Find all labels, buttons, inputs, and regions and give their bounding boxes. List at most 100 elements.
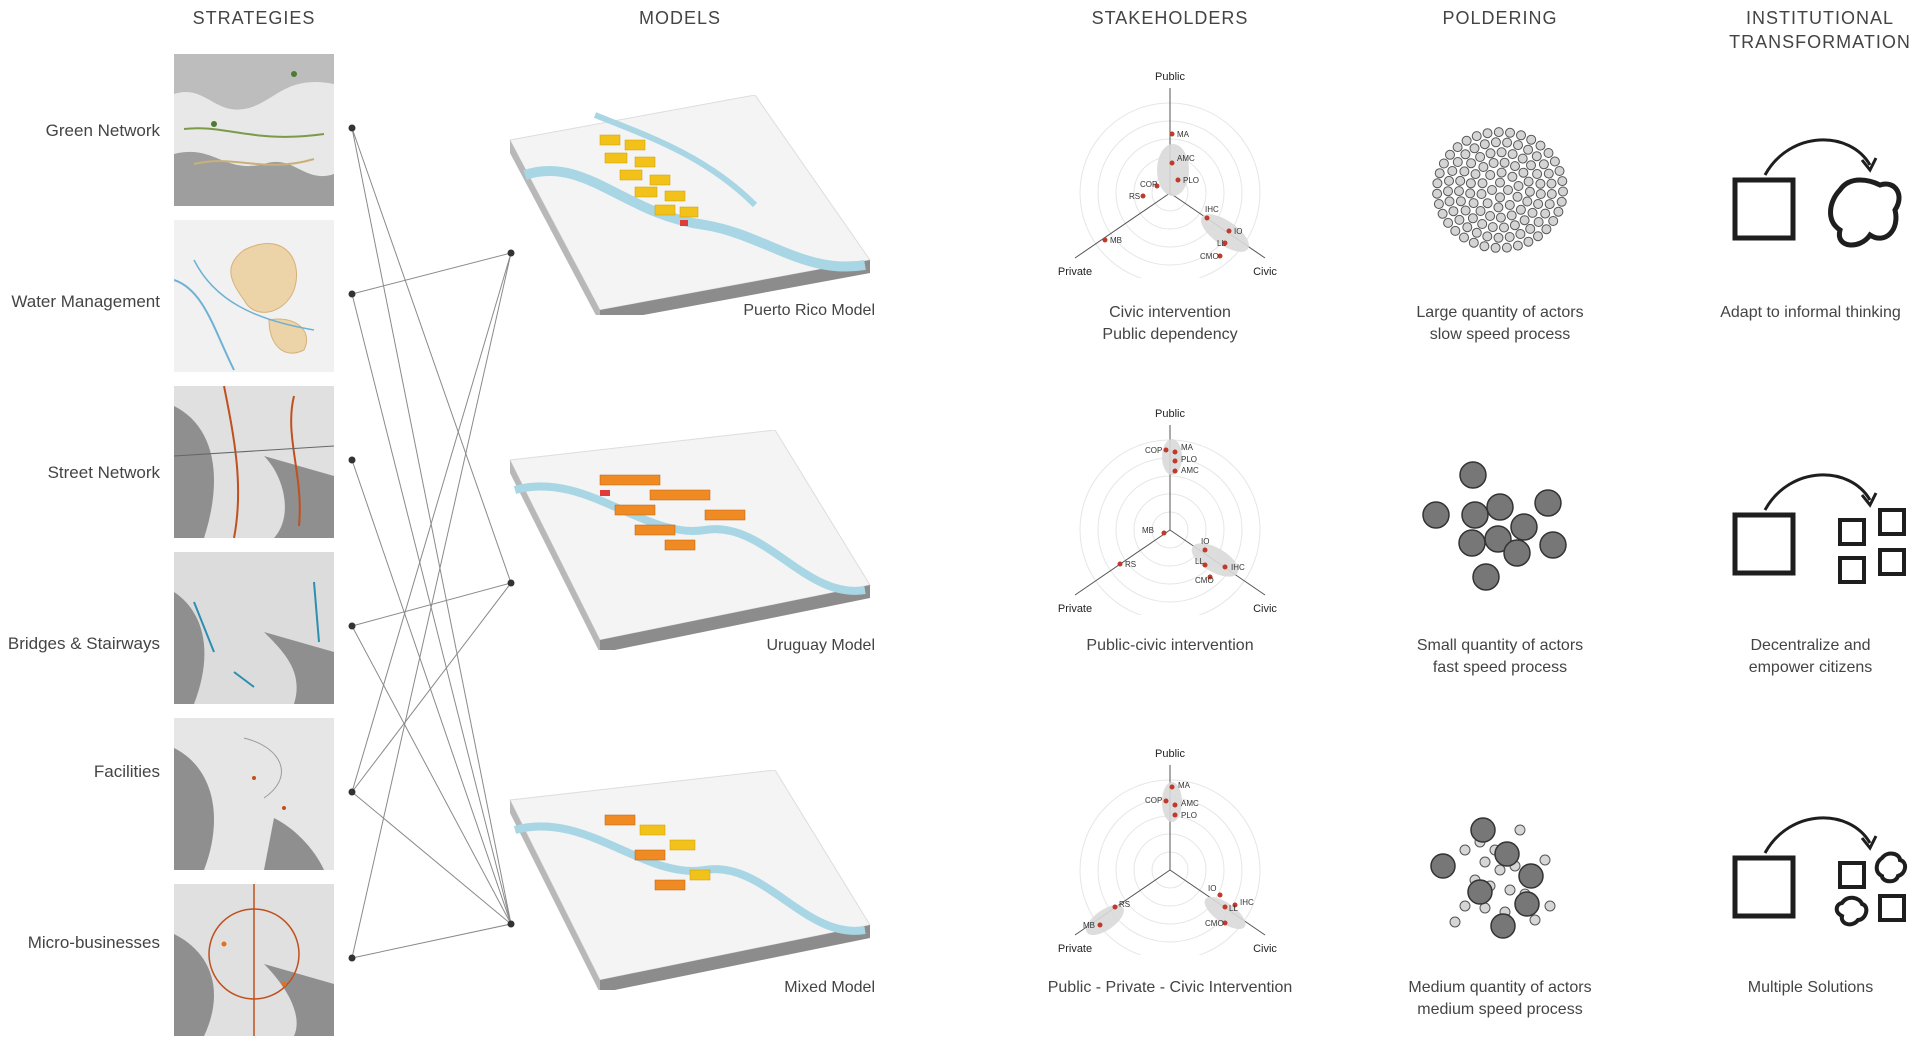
actor-circle bbox=[1510, 161, 1520, 172]
actor-circle bbox=[1479, 241, 1490, 252]
puerto-rico-model-label: Puerto Rico Model bbox=[743, 302, 875, 319]
institutional-heading-line2: TRANSFORMATION bbox=[1729, 32, 1911, 52]
actor-circle bbox=[1462, 222, 1473, 233]
poldering-small-cluster bbox=[1420, 455, 1580, 610]
institutional-heading: INSTITUTIONAL TRANSFORMATION bbox=[1720, 6, 1920, 54]
actor-circle bbox=[1506, 210, 1517, 221]
actor-circle bbox=[1504, 200, 1515, 210]
actor-circle bbox=[1507, 171, 1518, 182]
connection-line bbox=[351, 459, 512, 925]
actor-circle bbox=[1535, 140, 1546, 151]
actor-circle bbox=[1485, 170, 1496, 180]
model-node bbox=[507, 579, 515, 587]
facilities-map bbox=[174, 718, 334, 870]
radar-label-plo: PLO bbox=[1183, 176, 1199, 185]
actor-circle bbox=[1517, 153, 1528, 164]
mixed-model-label: Mixed Model bbox=[784, 979, 875, 996]
actor-circle bbox=[1513, 181, 1524, 191]
puerto-rico-model bbox=[505, 94, 875, 323]
radar-label-io: IO bbox=[1234, 227, 1242, 236]
connection-line bbox=[351, 252, 512, 959]
radar-label-amc: AMC bbox=[1181, 799, 1199, 808]
stakeholders-heading: STAKEHOLDERS bbox=[1091, 8, 1249, 28]
radar-label-amc: AMC bbox=[1181, 466, 1199, 475]
actor-circle bbox=[1479, 139, 1490, 150]
radar-label-ll: LL bbox=[1195, 557, 1204, 566]
actor-circle bbox=[1509, 220, 1520, 231]
connection-line bbox=[351, 252, 512, 295]
actor-circle bbox=[1432, 188, 1443, 199]
actor-circle bbox=[1475, 206, 1486, 216]
connection-line bbox=[351, 582, 512, 793]
radar-axis-public: Public bbox=[1155, 408, 1185, 420]
actor-circle bbox=[1460, 149, 1471, 160]
actor-circle bbox=[1455, 196, 1466, 207]
actor-circle bbox=[1488, 158, 1499, 168]
institutional-multiple-solutions-icon bbox=[1730, 808, 1920, 943]
poldering-caption-small-line2: fast speed process bbox=[1432, 659, 1568, 676]
actor-circle bbox=[1482, 231, 1493, 242]
actor-circle bbox=[1518, 167, 1529, 178]
poldering-caption-medium-line1: Medium quantity of actors bbox=[1408, 979, 1592, 996]
radar-label-ma: MA bbox=[1181, 443, 1194, 452]
radar-label-cop: COP bbox=[1145, 796, 1162, 805]
actor-circle bbox=[1493, 232, 1504, 243]
actor-circle bbox=[1523, 176, 1534, 187]
radar-label-mb: MB bbox=[1110, 236, 1122, 245]
radar-label-cmo: CMO bbox=[1205, 919, 1224, 928]
radar-axis-public: Public bbox=[1155, 71, 1185, 83]
actor-circle bbox=[1461, 135, 1472, 146]
radar-label-ll: LL bbox=[1229, 904, 1238, 913]
actor-circle bbox=[1475, 152, 1486, 162]
actor-circle bbox=[1543, 168, 1554, 179]
actor-circle bbox=[1471, 227, 1482, 238]
poldering-caption-medium: Medium quantity of actors medium speed p… bbox=[1380, 977, 1620, 1021]
radar-label-rs: RS bbox=[1125, 560, 1136, 569]
actor-circle bbox=[1515, 204, 1526, 215]
stakeholder-caption-uruguay: Public-civic intervention bbox=[1086, 637, 1254, 654]
actor-circle bbox=[1557, 176, 1568, 187]
radar-label-mb: MB bbox=[1142, 526, 1154, 535]
model-node bbox=[507, 249, 515, 257]
strategy-node bbox=[348, 954, 356, 962]
actor-circle bbox=[1523, 144, 1534, 155]
actor-circle bbox=[1526, 160, 1536, 171]
connection-line bbox=[351, 127, 512, 925]
actor-circle bbox=[1478, 162, 1489, 172]
green-network-map bbox=[174, 54, 334, 206]
radar-label-io: IO bbox=[1201, 537, 1209, 546]
institutional-caption-decentralize-line2: empower citizens bbox=[1748, 659, 1873, 676]
poldering-caption-large-line2: slow speed process bbox=[1429, 326, 1571, 343]
actor-circle bbox=[1507, 149, 1518, 160]
actor-circle bbox=[1495, 212, 1506, 223]
uruguay-model-label: Uruguay Model bbox=[766, 637, 876, 654]
radar-label-ma: MA bbox=[1177, 130, 1190, 139]
actor-circle bbox=[1445, 149, 1455, 160]
actor-circle bbox=[1533, 199, 1544, 209]
stakeholder-radar-uruguay: Public Private Civic COP MA PLO AMC MB R… bbox=[1045, 405, 1295, 621]
mixed-model bbox=[505, 769, 875, 995]
actor-circle bbox=[1541, 224, 1552, 235]
actor-circle bbox=[1526, 134, 1537, 145]
actor-circle bbox=[1523, 236, 1534, 247]
actor-circle bbox=[1452, 142, 1463, 153]
actor-circle bbox=[1535, 189, 1546, 199]
actor-circle bbox=[1450, 225, 1461, 236]
actor-circle bbox=[1487, 222, 1498, 233]
radar-label-amc: AMC bbox=[1177, 154, 1195, 163]
actor-circle bbox=[1471, 131, 1482, 142]
actor-circle bbox=[1538, 159, 1549, 170]
strategy-label-micro-businesses: Micro-businesses bbox=[27, 933, 160, 952]
bridges-stairways-map bbox=[174, 552, 334, 704]
strategy-label-facilities: Facilities bbox=[93, 762, 160, 781]
actor-circle bbox=[1447, 166, 1458, 176]
strategy-node bbox=[348, 788, 356, 796]
strategy-label-water-management: Water Management bbox=[11, 292, 160, 311]
actor-circle bbox=[1493, 202, 1504, 213]
actor-circle bbox=[1496, 147, 1507, 158]
actor-circle bbox=[1485, 211, 1496, 221]
radar-axis-civic: Civic bbox=[1253, 266, 1277, 278]
institutional-caption-adapt: Adapt to informal thinking bbox=[1720, 304, 1901, 321]
micro-businesses-map bbox=[174, 884, 334, 1036]
actor-circle bbox=[1455, 175, 1466, 186]
